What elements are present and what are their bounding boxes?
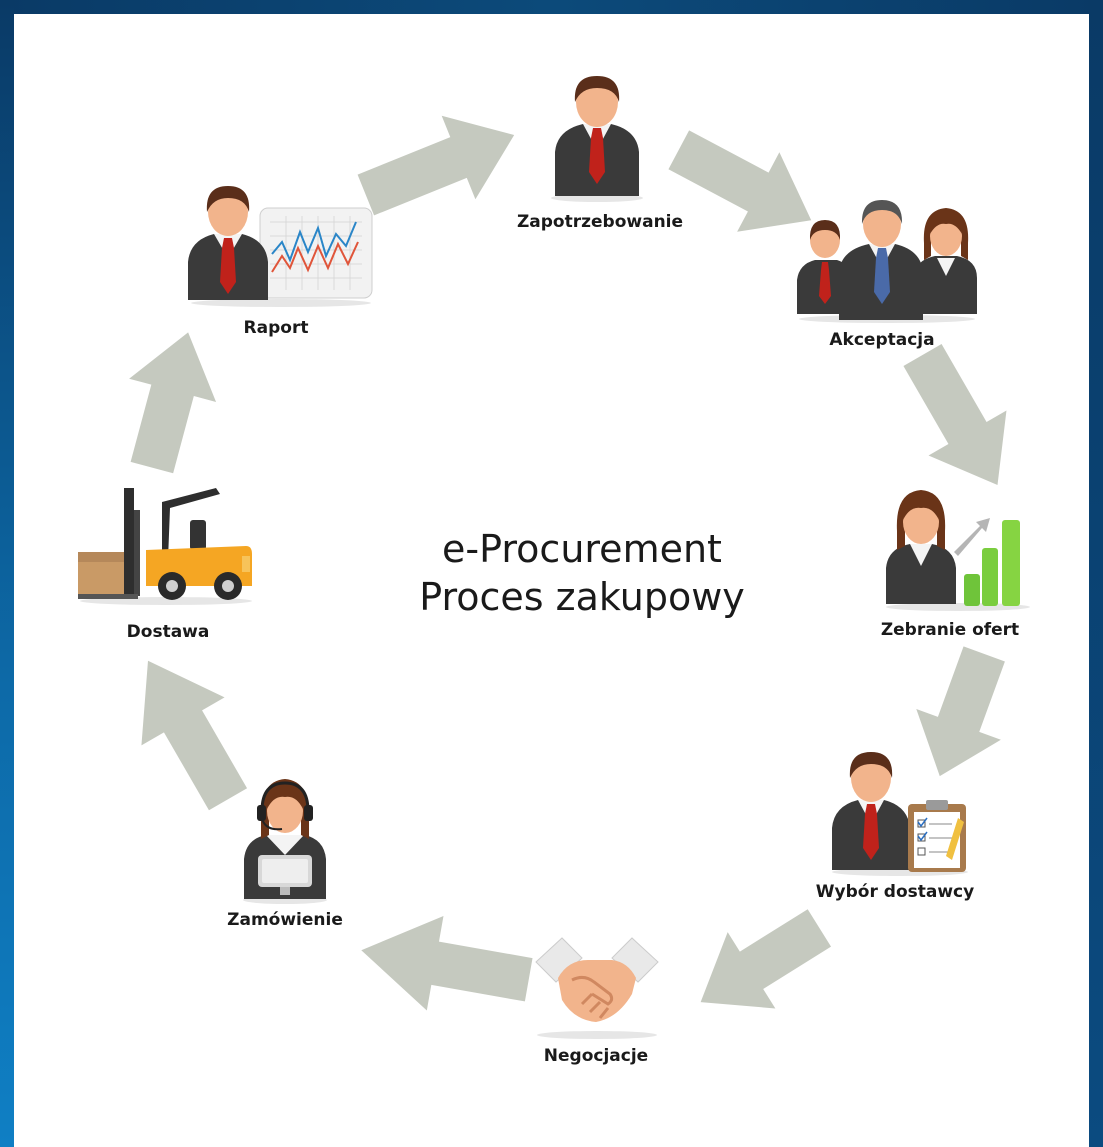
frame-top-border (0, 0, 1103, 14)
businessman-icon (551, 76, 643, 202)
step-label-dostawa: Dostawa (126, 622, 210, 642)
arrow-dostawa-to-raport (129, 332, 217, 474)
arrow-wybor-to-negocjacje (700, 909, 832, 1009)
step-label-zapotrzebowanie: Zapotrzebowanie (516, 212, 684, 232)
forklift-icon (78, 488, 252, 605)
step-label-zebranie-ofert: Zebranie ofert (880, 620, 1020, 640)
arrow-raport-to-zapotrzebowanie (357, 115, 515, 216)
frame-right-border (1089, 0, 1103, 1147)
step-label-zamowienie: Zamówienie (227, 910, 343, 930)
title-line-1: e-Procurement (442, 527, 722, 571)
businessman-checklist-icon (832, 752, 968, 876)
team-icon (797, 200, 977, 323)
diagram-title: e-Procurement Proces zakupowy (419, 525, 745, 621)
title-line-2: Proces zakupowy (419, 575, 745, 619)
handshake-icon (535, 937, 659, 1039)
arrow-zapotrzebowanie-to-akceptacja (668, 130, 812, 232)
call-center-operator-icon (243, 779, 327, 904)
step-label-wybor-dostawcy: Wybór dostawcy (815, 882, 975, 902)
step-label-raport: Raport (243, 318, 309, 338)
businesswoman-growth-chart-icon (886, 490, 1030, 611)
arrow-negocjacje-to-zamowienie (361, 915, 533, 1011)
arrow-zamowienie-to-dostawa (141, 660, 248, 811)
businessman-report-chart-icon (188, 186, 373, 307)
arrow-zebranie-to-wybor (916, 646, 1005, 777)
frame-left-border (0, 0, 14, 1147)
step-label-negocjacje: Negocjacje (543, 1046, 649, 1066)
step-label-akceptacja: Akceptacja (829, 330, 935, 350)
arrow-akceptacja-to-zebranie (903, 344, 1007, 485)
